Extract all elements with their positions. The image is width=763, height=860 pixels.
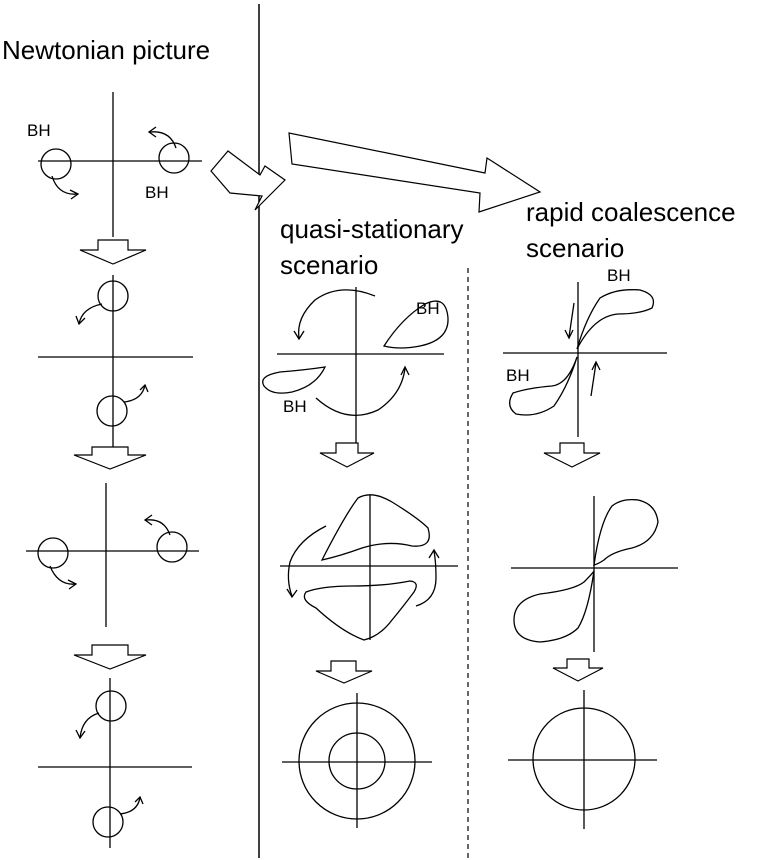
quasi-panel-2 (280, 494, 458, 641)
step-arrow (319, 442, 375, 468)
newtonian-panel-3 (26, 483, 199, 627)
step-arrow (315, 660, 373, 684)
orbit-arrow (415, 550, 437, 607)
quasi-title-line2: scenario (280, 250, 379, 280)
black-hole-circle (92, 806, 124, 838)
black-hole-circle (158, 142, 190, 174)
black-hole-circle (97, 280, 129, 312)
bh-lobe (303, 580, 417, 641)
orbit-arrow (123, 384, 146, 403)
orbit-arrow (51, 175, 79, 195)
black-hole-circle (37, 537, 69, 569)
outer-ring (298, 702, 416, 820)
rapid-panel-3 (508, 690, 657, 829)
black-hole-circle (40, 148, 72, 180)
infall-arrow (590, 362, 597, 397)
merged-ring (532, 707, 636, 811)
bh-label: BH (506, 366, 530, 385)
orbit-arrow (49, 565, 77, 585)
newtonian-panel-2 (38, 275, 193, 450)
step-arrow (79, 239, 147, 265)
transition-arrow-quasi (210, 150, 286, 211)
newtonian-panel-1 (38, 92, 202, 237)
bh-lobe (509, 356, 578, 416)
black-hole-circle (96, 395, 128, 427)
bh-label: BH (607, 266, 631, 285)
bh-lobe (593, 498, 659, 566)
rapid-title-line2: scenario (526, 233, 625, 263)
bh-lobe (320, 494, 430, 561)
step-arrow (73, 446, 147, 470)
orbit-arrow (79, 712, 100, 739)
bh-label: BH (283, 397, 307, 416)
quasi-panel-3 (282, 693, 432, 828)
step-arrow (543, 442, 601, 468)
orbit-arrow (297, 289, 376, 339)
inner-ring (328, 732, 386, 790)
rapid-panel-2 (511, 496, 678, 652)
orbit-arrow (145, 519, 171, 536)
black-hole-circle (95, 690, 127, 722)
orbit-arrow (315, 367, 406, 416)
black-hole-circle (156, 531, 188, 563)
quasi-panel-1 (262, 287, 449, 450)
newtonian-panel-4 (38, 678, 192, 848)
infall-arrow (568, 302, 575, 338)
quasi-title-line1: quasi-stationary (280, 214, 464, 244)
orbit-arrow (287, 525, 327, 597)
orbit-arrow (149, 131, 177, 149)
bh-lobe (576, 289, 655, 350)
orbit-arrow (78, 303, 103, 325)
bh-lobe (262, 366, 327, 394)
newtonian-title: Newtonian picture (2, 35, 211, 65)
bh-label: BH (27, 121, 51, 140)
bh-label: BH (145, 183, 169, 202)
orbit-arrow (119, 796, 141, 815)
rapid-panel-1 (503, 282, 667, 437)
step-arrow (73, 644, 147, 670)
rapid-title-line1: rapid coalescence (526, 197, 736, 227)
bh-lobe (513, 570, 595, 643)
bh-lobe (382, 300, 449, 349)
bh-label: BH (416, 299, 440, 318)
step-arrow (552, 658, 604, 682)
transition-arrow-rapid (288, 132, 542, 213)
